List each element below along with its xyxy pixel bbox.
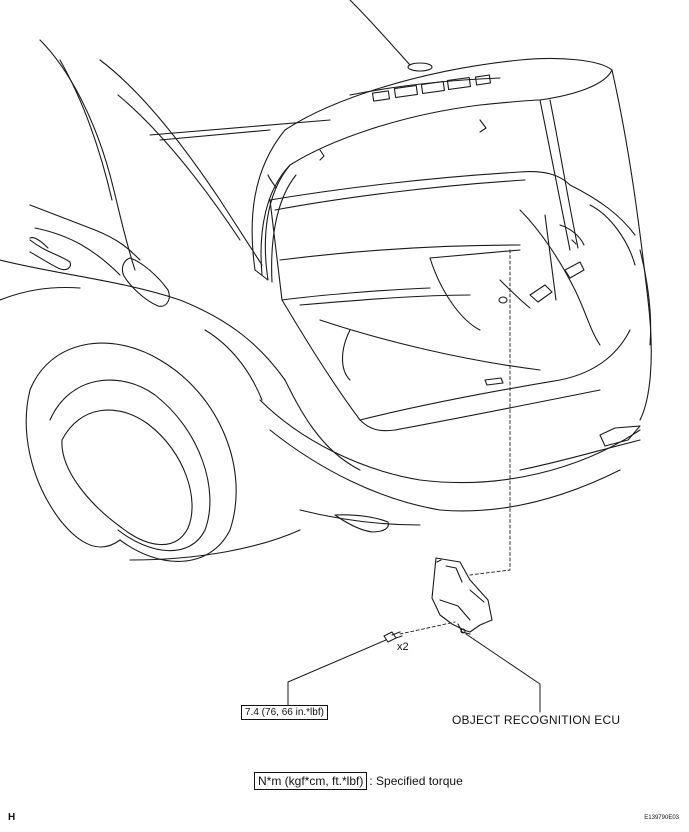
ecu-part-label: OBJECT RECOGNITION ECU	[452, 713, 621, 727]
rear-bumper	[129, 69, 652, 561]
bolt	[383, 631, 403, 643]
rear-wheel	[25, 342, 237, 562]
reflector-right	[599, 425, 641, 447]
fuel-lid	[121, 257, 170, 307]
legend-description: : Specified torque	[369, 774, 463, 788]
location-leader	[469, 249, 511, 576]
trunk-lid	[251, 57, 613, 281]
quarter-panel	[0, 259, 361, 471]
exhaust-tip	[334, 514, 389, 533]
bolt-leader	[399, 621, 456, 635]
trunk-hinges	[260, 99, 579, 283]
rear-door	[0, 204, 170, 307]
trunk-opening	[269, 171, 631, 432]
corner-letter: H	[8, 812, 16, 823]
door-handle	[29, 239, 71, 271]
trunk-interior-right	[498, 209, 601, 346]
legend-unit-box: N*m (kgf*cm, ft.*lbf)	[254, 772, 368, 790]
torque-legend: N*m (kgf*cm, ft.*lbf) : Specified torque	[254, 772, 463, 790]
object-recognition-ecu	[431, 557, 493, 635]
vehicle-roof	[39, 0, 411, 271]
ecu-label-leader	[465, 633, 541, 713]
torque-leader	[287, 639, 387, 706]
torque-spec-box: 7.4 (76, 66 in.*lbf)	[241, 705, 328, 720]
bolt-quantity-label: x2	[397, 641, 409, 653]
figure-code: E139790E03	[644, 815, 679, 821]
